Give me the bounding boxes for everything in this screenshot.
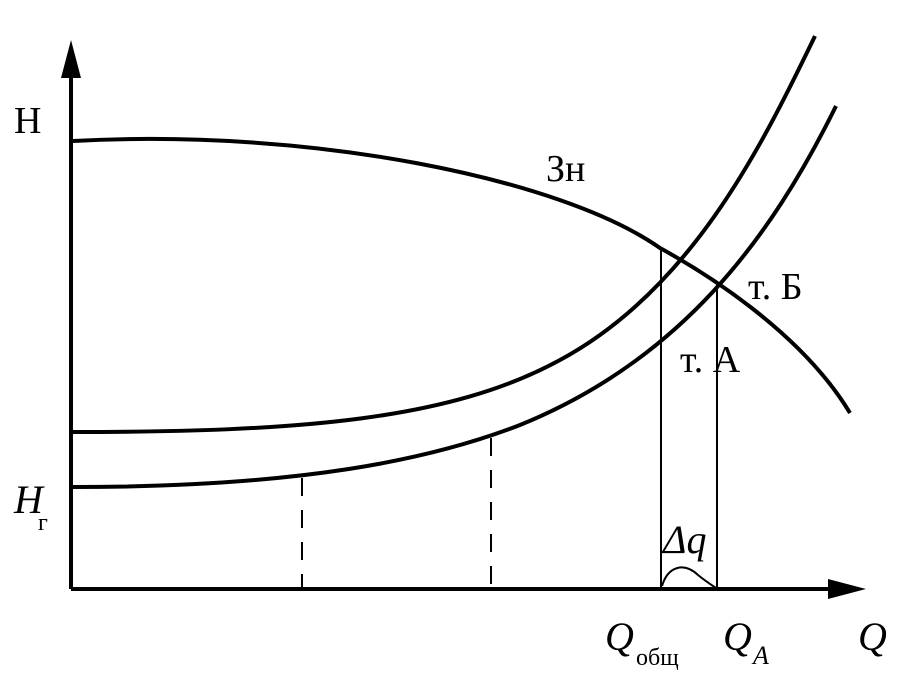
y-axis-arrowhead: [61, 40, 81, 78]
pump-curve-label: Зн: [546, 148, 585, 190]
q-total-label: Q: [605, 614, 634, 659]
q-a-label: Q: [723, 614, 752, 659]
static-head-label: H: [13, 477, 45, 522]
delta-q-arc: [661, 566, 717, 589]
x-axis-label: Q: [858, 614, 887, 659]
pump-curve: [72, 136, 852, 415]
x-axis-arrowhead: [828, 579, 866, 599]
system-curve-lower: [72, 105, 838, 489]
delta-q-label: Δq: [661, 517, 706, 562]
system-curve-upper: [72, 35, 817, 434]
point-b-label: т. Б: [748, 266, 803, 308]
axes: [69, 70, 845, 591]
point-a-label: т. А: [680, 339, 741, 381]
operating-verticals: [660, 248, 718, 589]
q-total-subscript: общ: [636, 645, 679, 671]
dashed-guides: [301, 438, 492, 589]
q-a-subscript: A: [751, 641, 769, 670]
static-head-subscript: г: [38, 510, 48, 536]
y-axis-label: H: [14, 100, 41, 142]
